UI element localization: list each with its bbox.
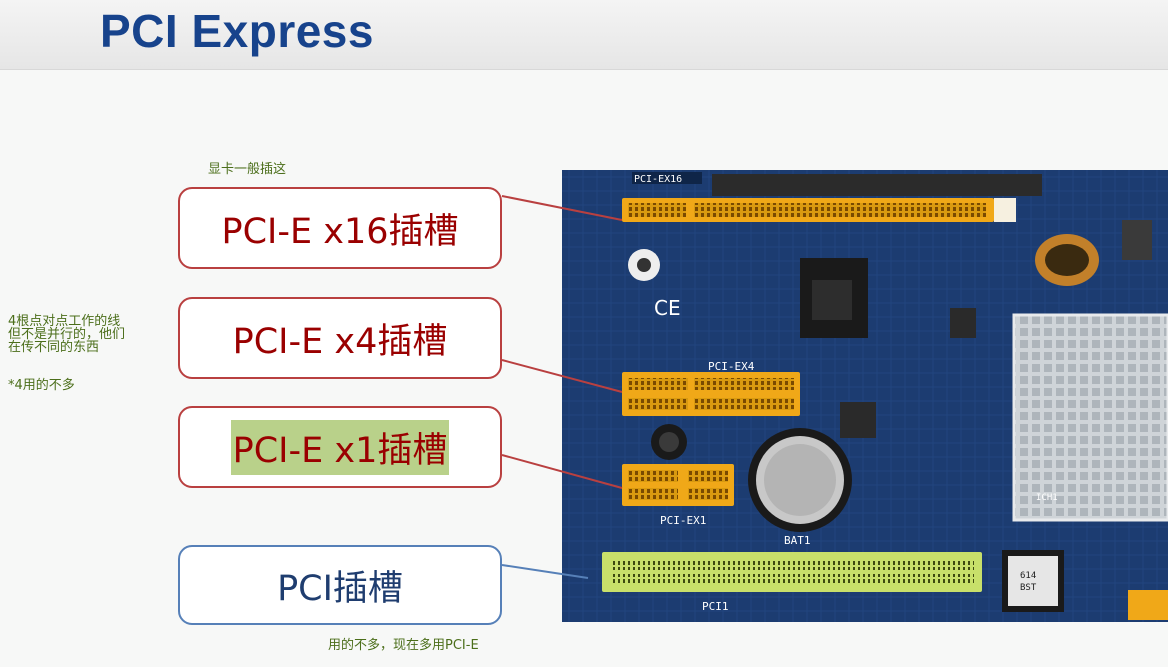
- slide-title: PCI Express: [100, 5, 374, 57]
- label-pci-ex16: PCI-EX16: [634, 174, 682, 185]
- label-pci-ex1: PCI-EX1: [660, 514, 706, 527]
- label-bat1: BAT1: [784, 534, 811, 547]
- svg-text:BST: BST: [1020, 583, 1037, 593]
- callout-pcie-x16-label: PCI-E x16插槽: [221, 211, 459, 252]
- callout-pcie-x4-label: PCI-E x4插槽: [232, 321, 448, 362]
- label-pci1: PCI1: [702, 600, 729, 613]
- callout-pcie-x1-label: PCI-E x1插槽: [230, 419, 450, 475]
- pci-note: 用的不多，现在多用PCI-E: [328, 638, 479, 653]
- label-pci-ex4: PCI-EX4: [708, 360, 755, 373]
- x16-note: 显卡一般插这: [208, 162, 287, 177]
- callout-pcie-x4: PCI-E x4插槽: [178, 297, 502, 379]
- ce-mark: CE: [654, 296, 681, 320]
- label-chip: 614: [1020, 571, 1036, 581]
- x4-footnote: *4用的不多: [8, 378, 75, 393]
- slide-header: PCI Express: [0, 0, 1168, 70]
- callout-pci: PCI插槽: [178, 545, 502, 625]
- callout-pci-label: PCI插槽: [277, 568, 403, 609]
- callout-pcie-x16: PCI-E x16插槽: [178, 187, 502, 269]
- x4-note: 4根点对点工作的线 但不是并行的，他们 在传不同的东西: [8, 314, 126, 355]
- callout-pcie-x1: PCI-E x1插槽: [178, 406, 502, 488]
- motherboard-photo: PCI-EX16 CE ICH1 PCI-EX4 PCI-EX1 BAT1 PC…: [562, 170, 1168, 622]
- label-ich1: ICH1: [1036, 493, 1058, 503]
